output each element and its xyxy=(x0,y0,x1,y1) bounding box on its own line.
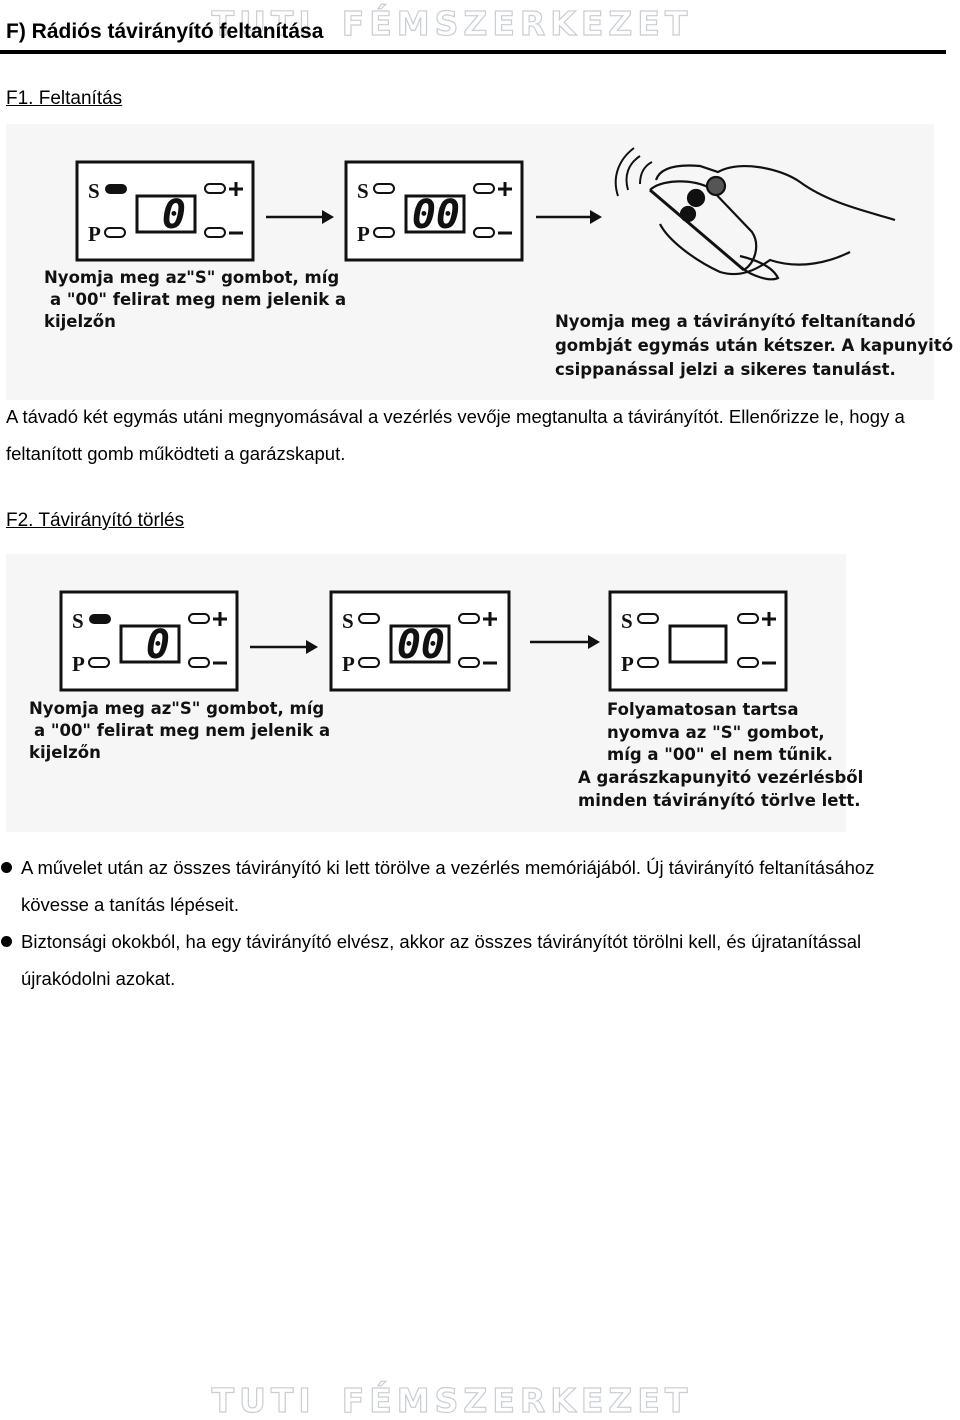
s-button xyxy=(105,184,127,194)
page-title: F) Rádiós távirányító feltanítása xyxy=(6,20,324,43)
lcd-value: 0 xyxy=(162,192,186,238)
caption-f2-right: Folyamatosan tartsa nyomva az "S" gombot… xyxy=(578,700,863,810)
caption-line: a "00" felirat meg nem jelenik a xyxy=(50,290,346,309)
watermark-left-text: TUTI xyxy=(211,3,316,43)
caption-line: kijelzőn xyxy=(44,312,116,331)
p-key-label: P xyxy=(621,652,634,676)
caption-line: a "00" felirat meg nem jelenik a xyxy=(34,721,330,740)
minus-button xyxy=(473,227,495,238)
figure-f2: S P 0 S P 00 xyxy=(0,552,960,834)
bullet-icon xyxy=(1,936,12,947)
plus-button xyxy=(473,183,495,194)
lcd-value: 0 xyxy=(146,622,170,668)
plus-button xyxy=(737,613,759,624)
caption-f2-left: Nyomja meg az"S" gombot, míg a "00" feli… xyxy=(29,699,330,762)
list-item: Biztonsági okokból, ha egy távirányító e… xyxy=(0,923,900,997)
plus-icon xyxy=(213,612,227,626)
caption-line: A garászkapunyitó vezérlésből xyxy=(578,768,863,787)
control-panel-2: S P 00 xyxy=(344,160,524,262)
caption-line: míg a "00" el nem tűnik. xyxy=(607,745,833,764)
caption-line: gombját egymás után kétszer. A kapunyitó xyxy=(555,336,953,355)
list-item-text: Biztonsági okokból, ha egy távirányító e… xyxy=(21,931,862,989)
p-button xyxy=(358,657,380,668)
watermark-right-text: FÉMSZERKEZET xyxy=(341,3,693,43)
p-button xyxy=(373,227,395,238)
minus-button xyxy=(458,657,480,668)
paragraph-f1: A távadó két egymás utáni megnyomásával … xyxy=(6,406,905,464)
arrow-icon xyxy=(536,210,602,224)
s-key-label: S xyxy=(357,179,369,203)
p-button xyxy=(88,657,110,668)
caption-line: Nyomja meg az"S" gombot, míg xyxy=(29,699,324,718)
s-button xyxy=(358,613,380,624)
lcd-display xyxy=(668,624,728,664)
lcd-display xyxy=(404,194,466,234)
list-item: A művelet után az összes távirányító ki … xyxy=(0,849,900,923)
watermark-bottom: TUTI FÉMSZERKEZET xyxy=(192,1380,712,1420)
watermark-right-text: FÉMSZERKEZET xyxy=(341,1380,693,1420)
list-item-text: A művelet után az összes távirányító ki … xyxy=(21,857,875,915)
lcd-display xyxy=(389,624,451,664)
section-f1-title: F1. Feltanítás xyxy=(6,88,123,109)
control-panel-3: S P xyxy=(608,590,788,692)
control-panel-1: S P 0 xyxy=(59,590,239,692)
caption-line: kijelzőn xyxy=(29,743,101,762)
minus-button xyxy=(737,657,759,668)
plus-icon xyxy=(483,612,497,626)
caption-line: Nyomja meg a távirányító feltanítandó xyxy=(555,312,916,331)
p-button xyxy=(104,227,126,238)
lcd-display xyxy=(135,194,197,234)
s-button xyxy=(373,183,395,194)
caption-f1-left: Nyomja meg az"S" gombot, míg a "00" feli… xyxy=(44,268,346,331)
minus-button xyxy=(188,657,210,668)
caption-line: Nyomja meg az"S" gombot, míg xyxy=(44,268,339,287)
p-key-label: P xyxy=(357,222,370,246)
lcd-value: 00 xyxy=(397,622,445,668)
p-key-label: P xyxy=(88,222,101,246)
caption-line: Folyamatosan tartsa xyxy=(607,700,798,719)
control-panel-2: S P 00 xyxy=(329,590,511,692)
title-rule xyxy=(0,50,946,54)
plus-icon xyxy=(498,182,512,196)
p-button xyxy=(637,657,659,668)
arrow-icon xyxy=(250,640,318,654)
caption-line: nyomva az "S" gombot, xyxy=(607,723,825,742)
caption-line: minden távirányító törlve lett. xyxy=(578,791,861,810)
caption-line: csippanással jelzi a sikeres tanulást. xyxy=(555,360,896,379)
plus-button xyxy=(188,613,210,624)
lcd-value: 00 xyxy=(412,192,460,238)
s-key-label: S xyxy=(88,179,100,203)
watermark-left-text: TUTI xyxy=(211,1380,316,1420)
section-f2-title: F2. Távirányító törlés xyxy=(6,510,185,531)
plus-button xyxy=(458,613,480,624)
watermark-top: TUTI FÉMSZERKEZET xyxy=(192,3,712,43)
figure-f1: S P 0 S P 00 xyxy=(0,120,960,402)
s-key-label: S xyxy=(342,609,354,633)
lcd-display xyxy=(119,624,181,664)
plus-icon xyxy=(762,612,776,626)
plus-button xyxy=(204,183,226,194)
s-key-label: S xyxy=(72,609,84,633)
hand-remote-icon xyxy=(614,147,896,281)
s-button xyxy=(89,614,111,624)
s-button xyxy=(637,613,659,624)
plus-icon xyxy=(229,182,243,196)
bullet-list: A művelet után az összes távirányító ki … xyxy=(0,849,900,997)
caption-f1-right: Nyomja meg a távirányító feltanítandó go… xyxy=(555,312,953,379)
s-key-label: S xyxy=(621,609,633,633)
arrow-icon xyxy=(530,635,600,649)
p-key-label: P xyxy=(72,652,85,676)
control-panel-1: S P 0 xyxy=(75,160,255,262)
arrow-icon xyxy=(266,210,334,224)
p-key-label: P xyxy=(342,652,355,676)
minus-button xyxy=(204,227,226,238)
bullet-icon xyxy=(1,862,12,873)
